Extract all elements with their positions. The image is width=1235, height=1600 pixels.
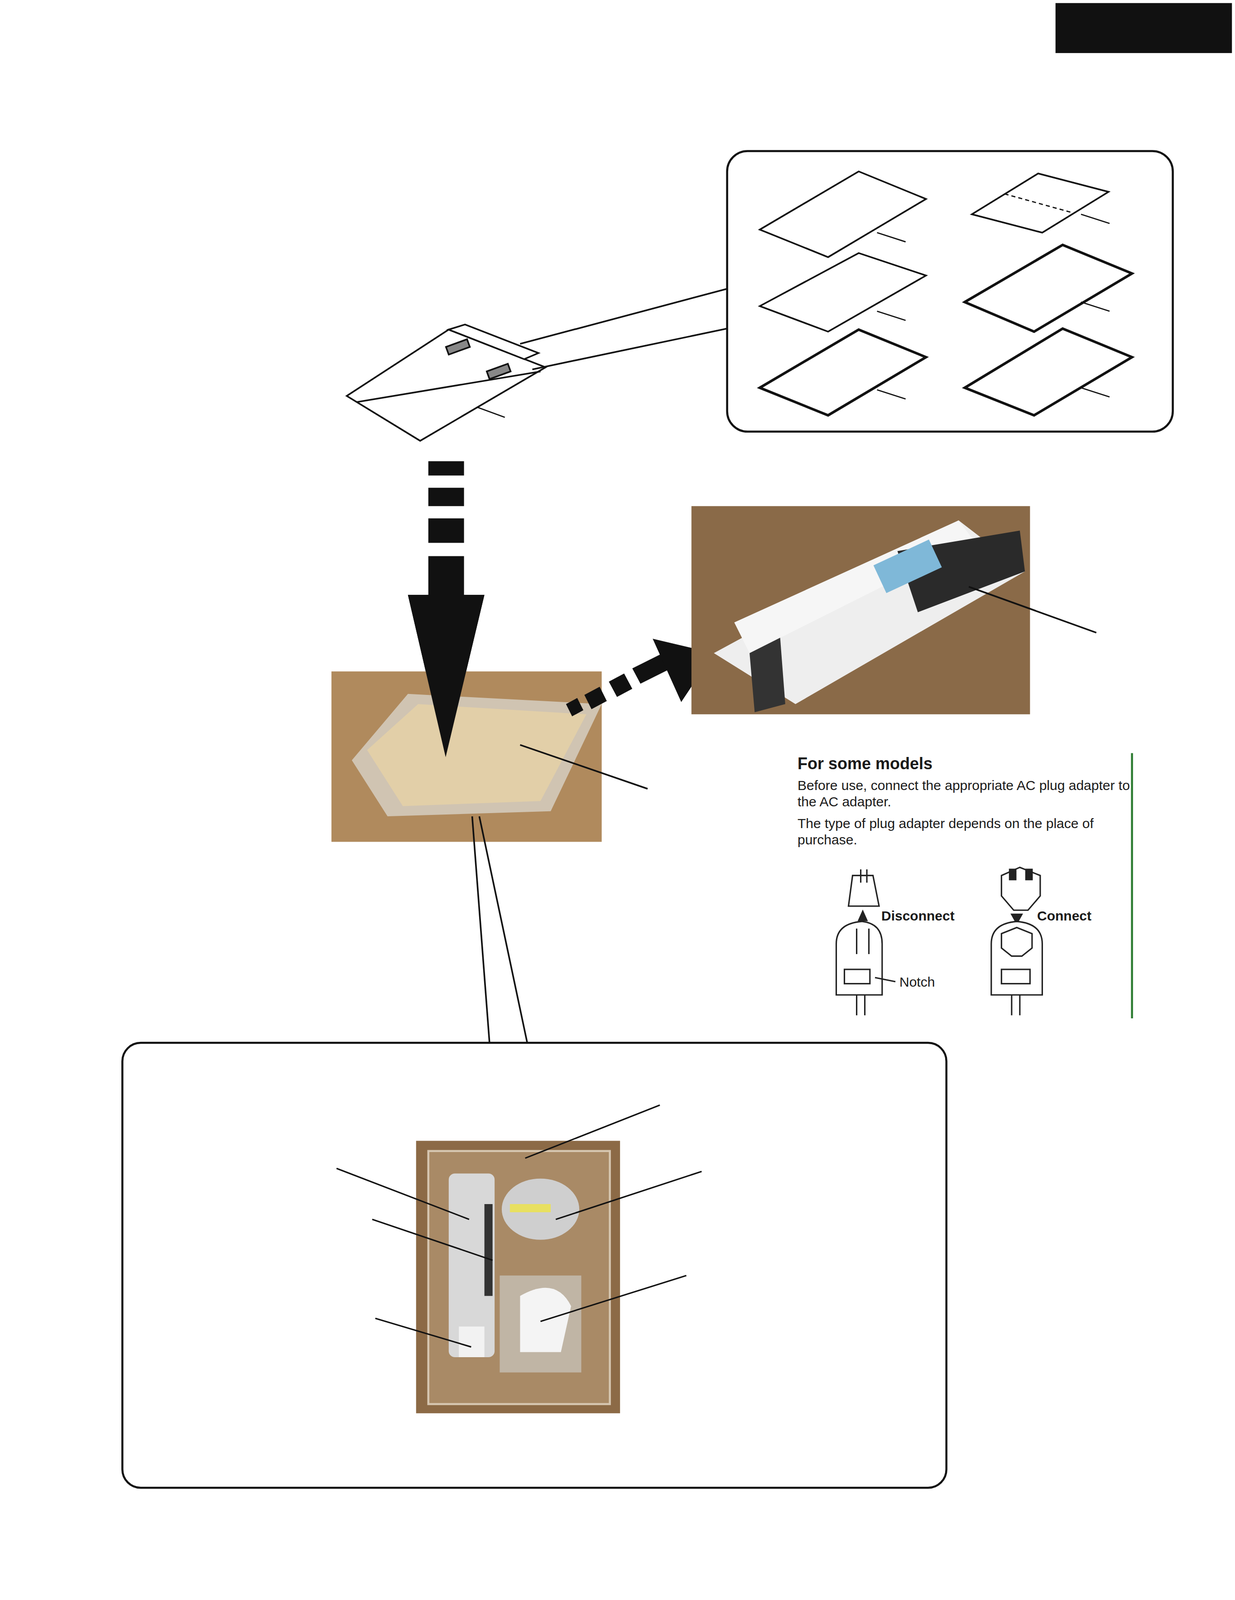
note-heading: For some models: [797, 753, 1142, 774]
plug-label: Disconnect: [881, 907, 955, 924]
plug-label: Connect: [1037, 907, 1092, 924]
leader-lines: [336, 1105, 702, 1347]
box-photo: [691, 505, 1031, 715]
note-text: The type of plug adapter depends on the …: [797, 815, 1133, 848]
tray-photo: [331, 671, 602, 842]
envelope: [346, 324, 546, 441]
plug-illustrations: [836, 867, 1043, 1016]
note-rule: [1130, 752, 1134, 1019]
accessories-panel: [122, 1042, 947, 1488]
down-arrow-over: [408, 594, 485, 757]
document-sheets: [759, 171, 1133, 415]
accessories-photo: [416, 1140, 620, 1413]
documents-panel: [727, 150, 1173, 432]
note-text: Before use, connect the appropriate AC p…: [797, 777, 1133, 810]
part-label: Notch: [899, 973, 935, 990]
leader-lines: [474, 214, 1110, 418]
header-block: [1055, 3, 1233, 53]
